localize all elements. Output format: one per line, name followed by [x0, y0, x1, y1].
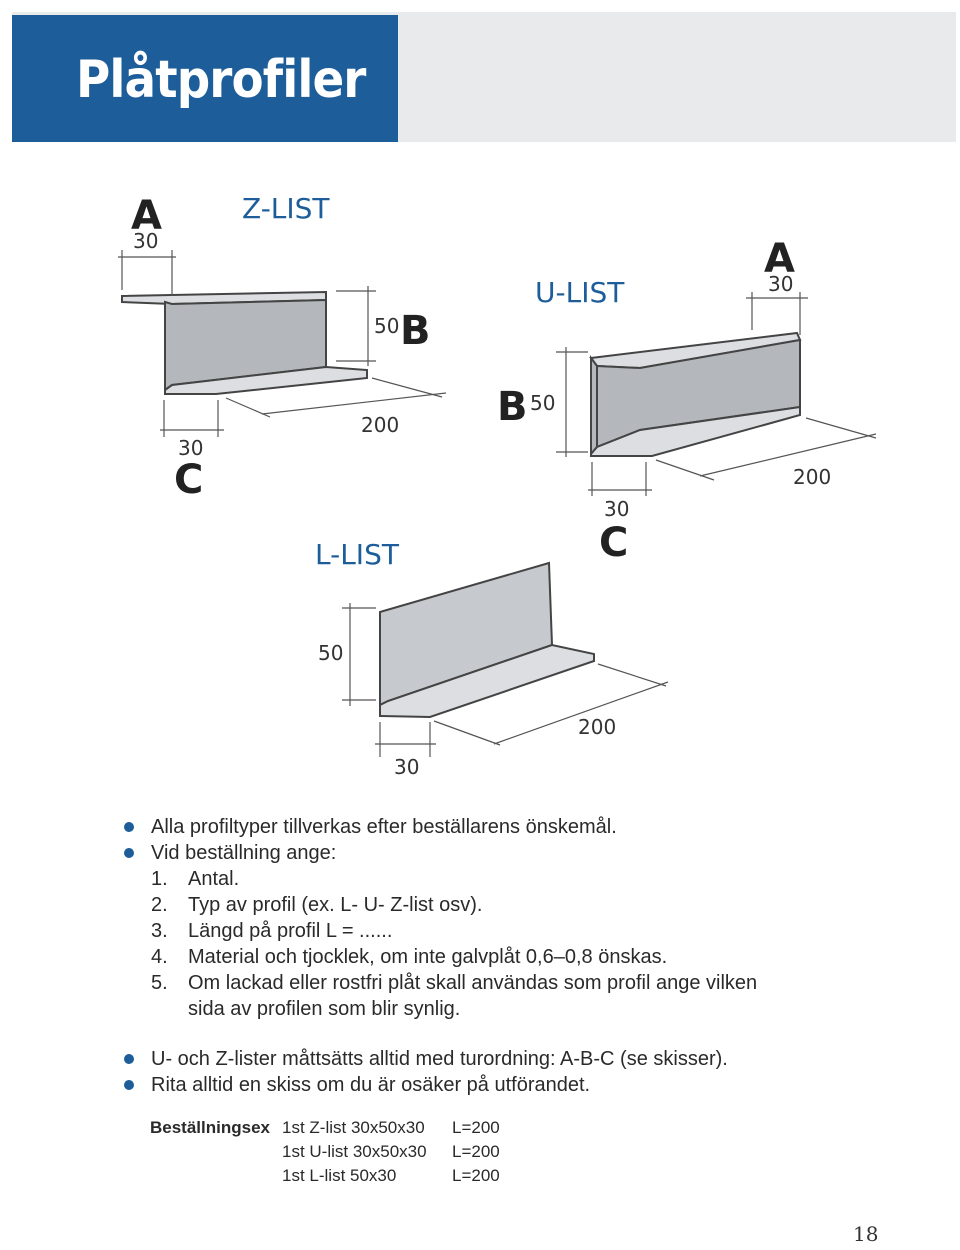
example-length: L=200 — [452, 1166, 500, 1185]
u-label-a: A — [764, 236, 795, 282]
bullet-dot — [124, 822, 134, 832]
z-dim-a: 30 — [133, 229, 158, 253]
l-list-label: L-LIST — [315, 538, 400, 571]
u-label-b: B — [497, 384, 528, 430]
profile-drawings: A 30 Z-LIST 50 B 200 30 C U-LIST A 30 B … — [118, 192, 877, 779]
u-dim-length: 200 — [793, 465, 831, 489]
z-list-drawing: A 30 Z-LIST 50 B 200 30 C — [118, 192, 447, 503]
bullet-dot — [124, 1054, 134, 1064]
example-row: 1st L-list 50x30 L=200 — [282, 1164, 500, 1188]
example-row: 1st Z-list 30x50x30 L=200 — [282, 1116, 500, 1140]
u-dim-b: 50 — [530, 391, 555, 415]
title-box — [12, 15, 398, 142]
step-text: Material och tjocklek, om inte galvplåt … — [188, 946, 668, 968]
u-dim-c: 30 — [604, 497, 629, 521]
z-bottom-flange — [164, 365, 368, 395]
instructions: Alla profiltyper tillverkas efter bestäl… — [124, 814, 884, 1098]
example-desc: 1st U-list 30x50x30 — [282, 1142, 427, 1161]
step-item: 4. Material och tjocklek, om inte galvplå… — [124, 944, 884, 970]
z-label-a: A — [131, 193, 162, 239]
bullet-text: Vid beställning ange: — [151, 842, 337, 864]
step-item: 2. Typ av profil (ex. L- U- Z-list osv). — [124, 892, 884, 918]
step-text: Antal. — [188, 868, 240, 890]
step-text: Om lackad eller rostfri plåt skall använ… — [188, 972, 758, 1020]
example-desc: 1st Z-list 30x50x30 — [282, 1118, 425, 1137]
u-dim-a: 30 — [768, 272, 793, 296]
l-dim-width: 30 — [394, 755, 419, 779]
order-steps: 1. Antal. 2. Typ av profil (ex. L- U- Z-li… — [124, 866, 884, 1022]
bullet-dot — [124, 848, 134, 858]
step-number: 4. — [151, 946, 168, 968]
bullet-text: U- och Z-lister måttsätts alltid med tur… — [151, 1048, 728, 1070]
z-dim-length: 200 — [361, 413, 399, 437]
step-number: 5. — [151, 972, 168, 994]
step-text: Typ av profil (ex. L- U- Z-list osv). — [188, 894, 483, 916]
bullet-text: Alla profiltyper tillverkas efter bestäl… — [151, 816, 617, 838]
page-title: Plåtprofiler — [76, 50, 366, 110]
l-dim-height: 50 — [318, 641, 343, 665]
bullet-dot — [124, 1080, 134, 1090]
z-list-label: Z-LIST — [242, 192, 330, 225]
u-list-drawing: U-LIST A 30 B 50 200 30 C — [497, 236, 877, 566]
u-bottom-flange — [590, 405, 801, 457]
example-row: 1st U-list 30x50x30 L=200 — [282, 1140, 500, 1164]
step-item: 5. Om lackad eller rostfri plåt skall anv… — [124, 970, 788, 1022]
example-label: Beställningsex — [150, 1118, 270, 1137]
example-length: L=200 — [452, 1118, 500, 1137]
z-dim-b: 50 — [374, 314, 399, 338]
bullet-item: Vid beställning ange: — [124, 840, 884, 866]
step-text: Längd på profil L = ...... — [188, 920, 393, 942]
bullet-item: Alla profiltyper tillverkas efter bestäl… — [124, 814, 884, 840]
bullet-text: Rita alltid en skiss om du är osäker på … — [151, 1074, 591, 1096]
page-number: 18 — [853, 1222, 879, 1246]
step-number: 2. — [151, 894, 168, 916]
bullet-item: U- och Z-lister måttsätts alltid med tur… — [124, 1046, 884, 1072]
z-dim-c: 30 — [178, 436, 203, 460]
u-label-c: C — [599, 520, 628, 566]
example-desc: 1st L-list 50x30 — [282, 1166, 397, 1185]
step-number: 3. — [151, 920, 168, 942]
l-horizontal-leg — [379, 643, 595, 719]
example-length: L=200 — [452, 1142, 500, 1161]
step-item: 1. Antal. — [124, 866, 884, 892]
step-item: 3. Längd på profil L = ...... — [124, 918, 884, 944]
u-list-label: U-LIST — [535, 276, 625, 309]
bullet-item: Rita alltid en skiss om du är osäker på … — [124, 1072, 884, 1098]
l-list-drawing: L-LIST 50 200 30 — [315, 538, 669, 779]
l-dim-length: 200 — [578, 715, 616, 739]
step-number: 1. — [151, 868, 168, 890]
z-label-c: C — [174, 457, 203, 503]
z-label-b: B — [400, 308, 431, 354]
